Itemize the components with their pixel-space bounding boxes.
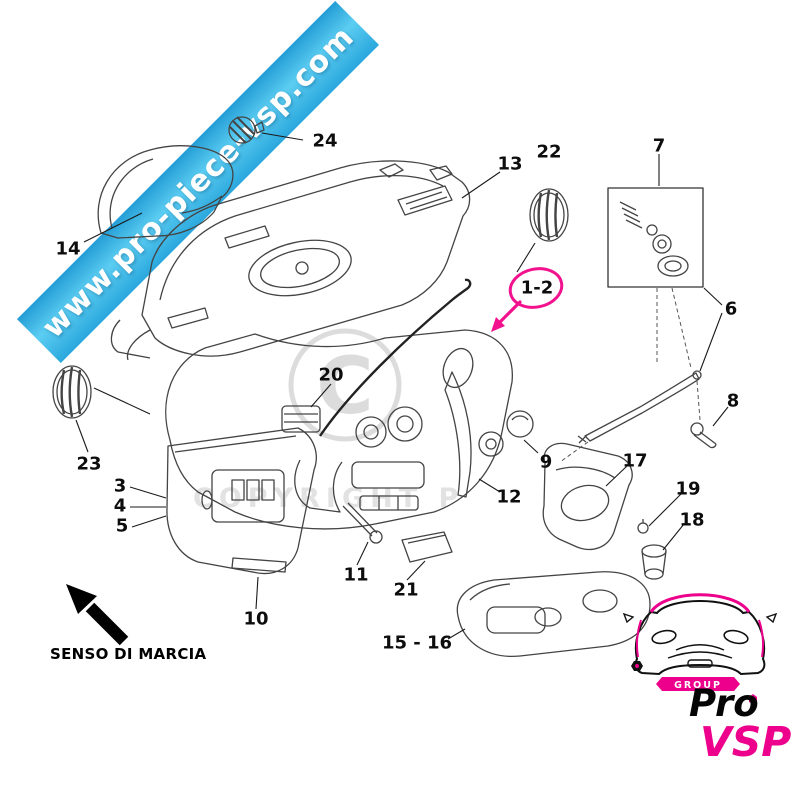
highlight-group	[491, 267, 564, 332]
part-17-console-bracket	[542, 442, 633, 551]
part-label-5: 5	[115, 515, 129, 537]
part-6-lever	[577, 370, 702, 444]
part-label-22: 22	[536, 141, 562, 163]
part-13-top-cover	[110, 160, 471, 361]
part-18-cylinder	[641, 544, 667, 580]
part-label-1-2-highlighted: 1-2	[520, 277, 554, 299]
copyright-symbol: C	[316, 342, 373, 432]
part-19-knob	[637, 519, 649, 534]
part-label-8: 8	[726, 390, 740, 412]
part-21-tray	[401, 531, 453, 563]
part-label-7: 7	[652, 135, 666, 157]
logo-vsp-text: VSP	[700, 718, 792, 766]
part-14-hood	[97, 145, 234, 239]
part-label-10: 10	[243, 608, 269, 630]
part-label-23: 23	[76, 453, 102, 475]
part-label-21: 21	[393, 579, 419, 601]
part-7-hardware-box	[607, 187, 704, 288]
part-label-11: 11	[343, 564, 369, 586]
logo-group-ribbon	[656, 677, 740, 691]
logo-group-text: GROUP	[674, 680, 722, 691]
part-23-vent	[52, 365, 92, 419]
part-label-4: 4	[113, 495, 127, 517]
direction-note: SENSO DI MARCIA	[50, 645, 207, 663]
part-22-vent	[529, 188, 569, 242]
dashboard-artwork	[52, 116, 717, 658]
part-12-trim-strip	[444, 371, 472, 498]
part-9-knobs	[478, 410, 534, 457]
part-label-3: 3	[113, 475, 127, 497]
copyright-text-fragment: COPYRIGHT P	[193, 483, 464, 514]
highlight-arrow-icon	[491, 317, 505, 332]
part-label-15-16: 15 - 16	[381, 632, 453, 654]
part-label-18: 18	[679, 509, 705, 531]
part-11-stalk	[342, 502, 383, 544]
dashboard-body	[165, 329, 513, 530]
part-24-clip	[228, 116, 265, 144]
part-label-13: 13	[497, 153, 523, 175]
part-label-19: 19	[675, 478, 701, 500]
car-logo-icon: GROUP	[622, 593, 778, 704]
logo-hex-dot-icon	[749, 694, 757, 704]
highlight-ellipse	[508, 267, 564, 309]
part-3-4-5-lower-panel	[166, 427, 317, 575]
direction-arrow-icon	[66, 584, 129, 646]
part-label-24: 24	[312, 130, 338, 152]
part-10-strip	[231, 557, 287, 573]
part-label-14: 14	[55, 238, 81, 260]
assembly-dashed-links	[559, 287, 701, 463]
part-label-6: 6	[724, 298, 738, 320]
part-1-2-seal	[319, 278, 472, 437]
part-label-9: 9	[539, 451, 553, 473]
part-label-17: 17	[622, 450, 648, 472]
highlight-arrow-shaft	[495, 300, 522, 327]
part-15-16-console	[456, 571, 651, 658]
part-label-12: 12	[496, 486, 522, 508]
logo-pro-text: Pro	[689, 682, 759, 725]
leader-lines	[75, 132, 729, 640]
part-label-20: 20	[318, 364, 344, 386]
part-8-pin	[690, 422, 717, 449]
